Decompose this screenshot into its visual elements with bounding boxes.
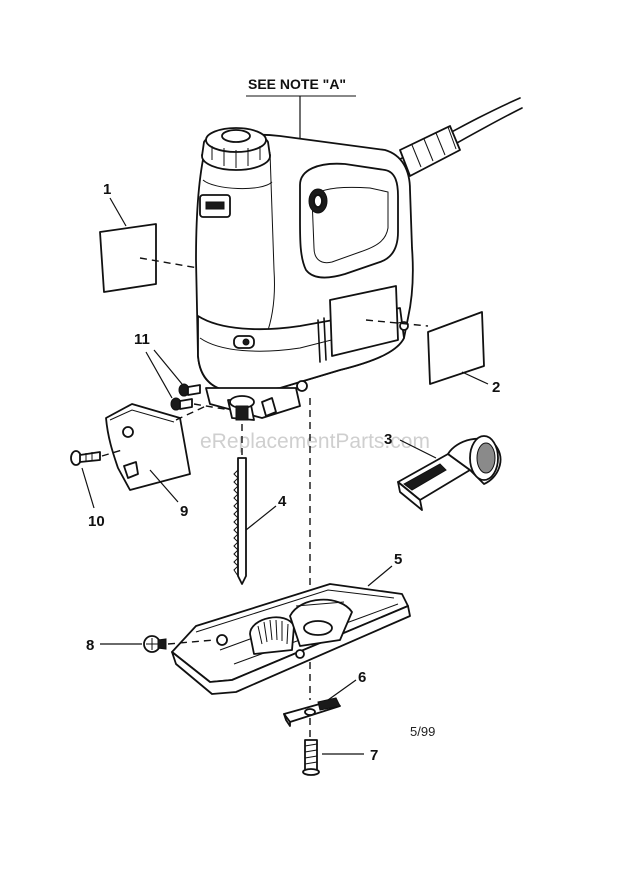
callout-7: 7 [370,747,378,764]
screw-part-10: 10 [70,449,123,530]
blade-part-4: 4 [233,424,287,585]
callout-11: 11 [134,331,150,348]
power-cord [397,97,523,177]
callout-4: 4 [278,493,287,510]
callout-10: 10 [88,513,105,530]
callout-9: 9 [180,503,188,520]
jigsaw-housing [195,133,414,393]
watermark-text: eReplacementParts.com [200,430,430,453]
blade-clamp [205,321,409,421]
dust-adapter-part-3: 3 [384,431,502,511]
bottom-screw-part-7: 7 [302,739,378,776]
callout-2: 2 [492,379,500,396]
see-note-label: SEE NOTE "A" [248,76,346,92]
callout-1: 1 [103,181,111,198]
label-part-2: 2 [365,311,500,396]
blade-guard-part-9: 9 [105,403,207,520]
date-code: 5/99 [410,724,435,739]
clamp-plate-part-6: 6 [283,669,366,727]
see-note-header: SEE NOTE "A" [246,76,356,138]
callout-8: 8 [86,637,94,654]
base-shoe-part-5: 5 [171,551,411,695]
speed-dial-knob [201,127,271,171]
callout-5: 5 [394,551,402,568]
screws-part-11: 11 [134,331,231,411]
label-part-1: 1 [99,181,199,293]
callout-3: 3 [384,431,392,448]
callout-6: 6 [358,669,366,686]
bevel-screw-part-8: 8 [86,635,215,654]
